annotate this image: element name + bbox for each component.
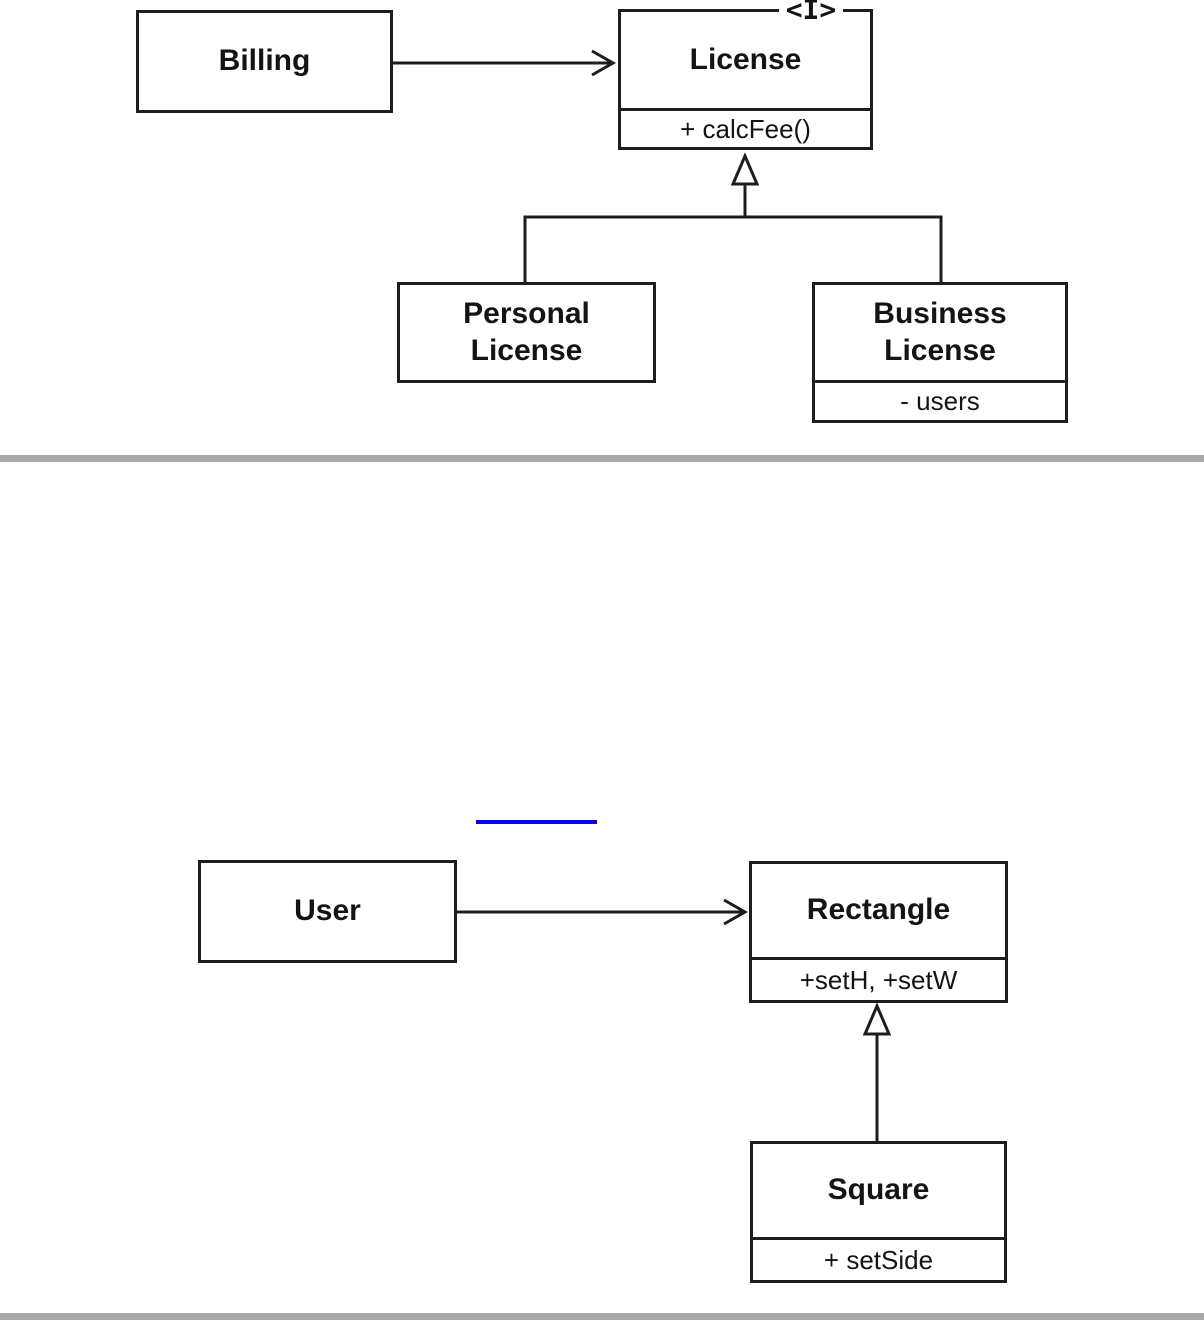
- operations-compartment: + setSide: [753, 1237, 1004, 1280]
- class-name: Rectangle: [806, 893, 951, 927]
- link-underline[interactable]: [476, 820, 597, 824]
- association-billing-license: [393, 49, 617, 77]
- class-box-user: User: [198, 860, 457, 963]
- operations-compartment: + calcFee(): [621, 108, 870, 147]
- section-divider: [0, 455, 1204, 462]
- class-box-personal-license: Personal License: [397, 282, 656, 383]
- class-name: User: [294, 894, 361, 928]
- class-box-business-license: Business License - users: [812, 282, 1068, 423]
- attributes-compartment: - users: [815, 380, 1065, 420]
- inheritance-triangle-icon: [730, 152, 760, 186]
- class-box-square: Square + setSide: [750, 1141, 1007, 1283]
- open-arrowhead-icon: [723, 898, 749, 926]
- open-arrowhead-icon: [591, 49, 617, 77]
- class-box-billing: Billing: [136, 10, 393, 113]
- generalization-license-tree: [523, 152, 943, 284]
- operations-compartment: +setH, +setW: [752, 957, 1005, 1000]
- inheritance-triangle-icon: [862, 1002, 892, 1036]
- class-name: Personal License: [463, 296, 590, 367]
- class-box-rectangle: Rectangle +setH, +setW: [749, 861, 1008, 1003]
- section-divider: [0, 1313, 1204, 1320]
- interface-stereotype: <I>: [779, 0, 843, 24]
- class-name: Square: [827, 1173, 930, 1207]
- class-box-license: License + calcFee(): [618, 9, 873, 150]
- class-name: Billing: [218, 44, 311, 78]
- class-name: License: [689, 42, 802, 76]
- association-user-rectangle: [457, 898, 749, 926]
- class-name: Business License: [873, 296, 1007, 367]
- generalization-square-rectangle: [862, 1002, 892, 1142]
